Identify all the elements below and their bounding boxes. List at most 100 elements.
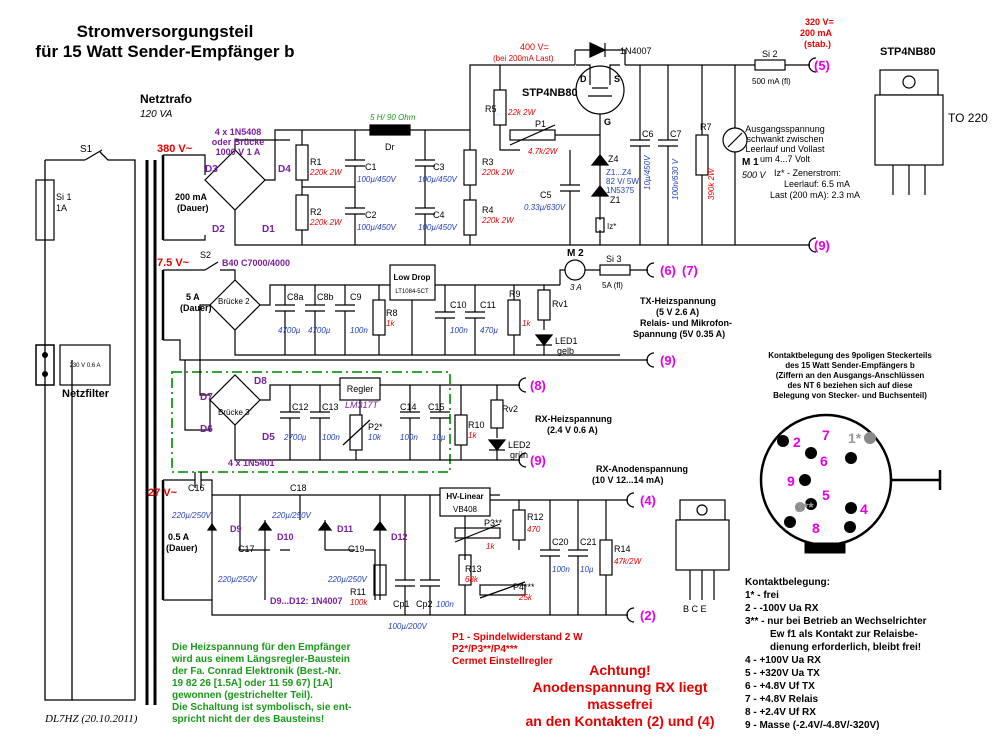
p3-label: P3** xyxy=(484,518,503,528)
v75-label: 7.5 V~ xyxy=(157,257,190,269)
rx-heat-labels: D7 D8 D6 D5 Brücke 3 4 x 1N5401 Regler L… xyxy=(200,376,612,468)
c9-label: C9 xyxy=(350,292,362,302)
r1-value: 220k 2W xyxy=(309,168,343,177)
si1-value: 1A xyxy=(56,203,67,213)
poti-3: Cermet Einstellregler xyxy=(452,656,553,667)
note-1: Ausgangsspannung xyxy=(745,124,825,134)
c4-value: 100µ/450V xyxy=(418,223,458,232)
z1-label: Z1 xyxy=(610,195,621,205)
r3-value: 220k 2W xyxy=(481,168,515,177)
led1-color: gelb xyxy=(557,346,574,356)
transistor-package: TO 220 xyxy=(948,111,988,125)
c15-label: C15 xyxy=(428,402,445,412)
m2-label: M 2 xyxy=(567,248,584,259)
anode-section xyxy=(163,472,628,616)
current-380: 200 mA xyxy=(175,192,208,202)
c19-value: 220µ/250V xyxy=(327,575,368,584)
kontakt-1: 1* - frei xyxy=(745,590,779,601)
r4-value: 220k 2W xyxy=(481,216,515,225)
d10-label: D10 xyxy=(277,532,294,542)
out-9c: (9) xyxy=(530,453,546,468)
pin-label-6: 6 xyxy=(820,453,828,469)
kontakt-3c: dienung erforderlich, bleibt frei! xyxy=(770,642,921,653)
c14-label: C14 xyxy=(400,402,417,412)
p4-label: P4*** xyxy=(513,582,535,592)
d11-label: D11 xyxy=(337,524,353,534)
v400-note: (bei 200mA Last) xyxy=(493,54,554,63)
si1-label: Si 1 xyxy=(56,192,72,202)
conn-title-4: des NT 6 beziehen sich auf diese xyxy=(788,381,913,390)
out-v: 320 V= xyxy=(805,17,834,27)
c18-value: 220µ/250V xyxy=(271,511,312,520)
conn-title-3: (Ziffern an den Ausgangs-Anschlüssen xyxy=(776,371,925,380)
d7-label: D7 xyxy=(200,392,213,403)
c21-label: C21 xyxy=(580,537,597,547)
c20-label: C20 xyxy=(552,537,569,547)
r5-value: 22k 2W xyxy=(507,108,537,117)
p2-label: P2* xyxy=(368,422,383,432)
cp-value: 100n xyxy=(436,600,454,609)
c2-label: C2 xyxy=(365,210,377,220)
iz-note-3: Last (200 mA): 2.3 mA xyxy=(770,190,860,200)
r12-value: 470 xyxy=(527,525,541,534)
out-i: 200 mA xyxy=(800,28,833,38)
r14-value: 47k/2W xyxy=(614,557,643,566)
c1-value: 100µ/450V xyxy=(357,175,397,184)
si3-value: 5A (fl) xyxy=(602,281,623,290)
anode-labels: 27 V~ 0.5 A (Dauer) C16 220µ/250V C17 22… xyxy=(148,464,688,631)
diodes-note: D9...D12: 1N4007 xyxy=(270,596,343,606)
lv-section xyxy=(163,259,648,361)
diodes-1n5401: 4 x 1N5401 xyxy=(228,458,275,468)
si2-label: Si 2 xyxy=(762,49,778,59)
current-75: 5 A xyxy=(186,292,200,302)
c15-value: 10µ xyxy=(432,433,446,442)
r8-label: R8 xyxy=(386,308,398,318)
current-75-note: (Dauer) xyxy=(180,303,212,313)
conn-title-2: des 15 Watt Sender-Empfängers b xyxy=(785,361,915,370)
title: Stromversorgungsteil für 15 Watt Sender-… xyxy=(35,22,294,61)
note-3: Leerlauf und Vollast xyxy=(745,144,825,154)
hv-section xyxy=(163,42,810,246)
green-1: Die Heizspannung für den Empfänger xyxy=(172,642,350,653)
c6-label: C6 xyxy=(642,129,654,139)
d9-label: D9 xyxy=(230,524,242,534)
ldo-type: LT1084-5CT xyxy=(395,289,429,295)
achtung-4: an den Kontakten (2) und (4) xyxy=(526,713,715,729)
r5-label: R5 xyxy=(485,104,497,114)
c8a-label: C8a xyxy=(287,292,304,302)
pin-label-4: 4 xyxy=(860,501,868,517)
bridge-note-3: 1000 V 1 A xyxy=(216,147,261,157)
kontakt-2: 2 - -100V Ua RX xyxy=(745,603,819,614)
led2-label: LED2 xyxy=(508,440,531,450)
d2-label: D2 xyxy=(212,224,225,235)
b40-label: B40 C7000/4000 xyxy=(222,258,290,268)
kontakt-5: 5 - +320V Ua TX xyxy=(745,668,820,679)
to220-stp4nb80 xyxy=(874,69,944,195)
anoden-2: (10 V 12...14 mA) xyxy=(592,475,664,485)
c11-value: 470µ xyxy=(480,326,498,335)
tx-heiz-2: (5 V 2.6 A) xyxy=(656,307,699,317)
d12-label: D12 xyxy=(391,532,408,542)
r4-label: R4 xyxy=(482,205,494,215)
note-4: um 4...7 Volt xyxy=(760,154,811,164)
transistor-name: STP4NB80 xyxy=(880,46,936,58)
rv2-label: Rv2 xyxy=(502,404,518,414)
tx-heiz-4: Spannung (5V 0.35 A) xyxy=(633,329,725,339)
hv-type: VB408 xyxy=(453,505,478,514)
title-line1: Stromversorgungsteil xyxy=(77,22,254,41)
mains-section xyxy=(35,149,157,705)
c17-value: 220µ/250V xyxy=(217,575,258,584)
green-6: Die Schaltung ist symbolisch, sie ent- xyxy=(172,702,352,713)
out-8: (8) xyxy=(530,378,546,393)
netztrafo-label: Netztrafo xyxy=(140,92,192,106)
c2-value: 100µ/450V xyxy=(357,223,397,232)
pin-label-9: 9 xyxy=(787,473,795,489)
pin-d: D xyxy=(580,74,587,84)
kontakt-4: 4 - +100V Ua RX xyxy=(745,655,821,666)
c10-value: 100n xyxy=(450,326,468,335)
green-7: spricht nicht der des Bausteins! xyxy=(172,714,324,725)
c17-label: C17 xyxy=(238,544,255,554)
c1-label: C1 xyxy=(365,162,377,172)
pin-s: S xyxy=(614,74,620,84)
c4-label: C4 xyxy=(433,210,445,220)
